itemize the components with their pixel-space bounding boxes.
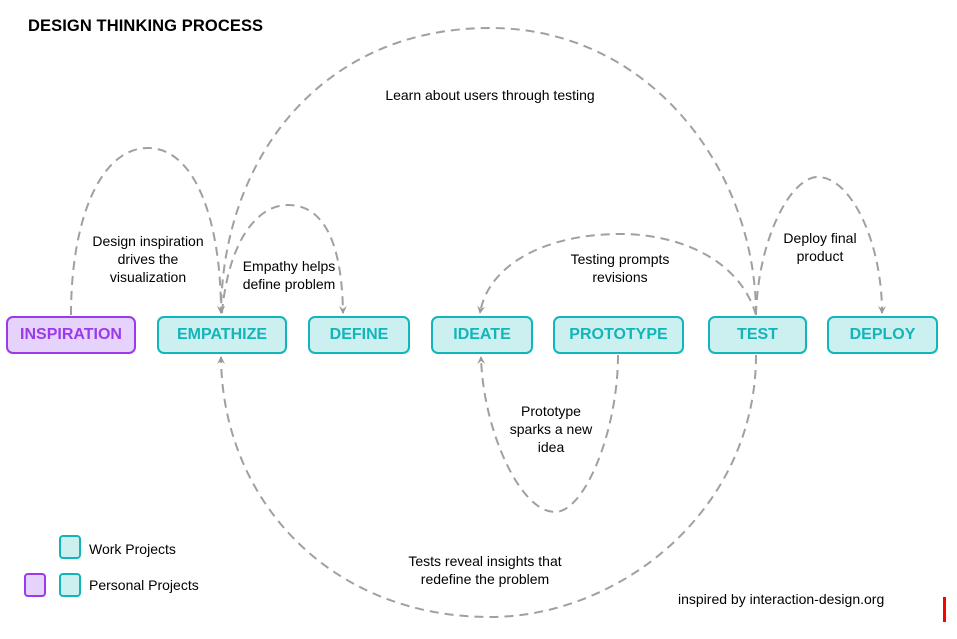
- node-label: INSPIRATION: [20, 326, 122, 343]
- edge-test-to-ideate: [477, 232, 757, 316]
- edge-empathize-to-define: [221, 203, 347, 314]
- edge-label-testing-prompts: Testing prompts revisions: [570, 251, 670, 285]
- edge-label-deploy: Deploy final product: [783, 230, 857, 264]
- edge-prototype-to-ideate: [477, 354, 619, 514]
- edge-label-tests-reveal: Tests reveal insights that redefine the …: [408, 553, 562, 587]
- legend-swatch-personal-work: [59, 573, 81, 597]
- node-prototype[interactable]: PROTOTYPE: [553, 316, 684, 354]
- edge-label-prototype-sparks: Prototype sparks a new idea: [509, 403, 593, 455]
- edge-inspiration-to-empathize: [70, 146, 225, 316]
- node-ideate[interactable]: IDEATE: [431, 316, 533, 354]
- node-label: IDEATE: [453, 326, 511, 343]
- edge-test-to-empathize-bottom: [217, 354, 757, 619]
- legend-label-personal: Personal Projects: [89, 577, 199, 593]
- legend-label-work: Work Projects: [89, 541, 176, 557]
- node-label: PROTOTYPE: [569, 326, 668, 343]
- diagram-title: DESIGN THINKING PROCESS: [28, 17, 264, 35]
- edge-label-learn-users: Learn about users through testing: [385, 87, 595, 103]
- node-label: DEFINE: [329, 326, 389, 343]
- credit-text: inspired by interaction-design.org: [678, 591, 885, 607]
- node-label: DEPLOY: [849, 326, 916, 343]
- node-empathize[interactable]: EMPATHIZE: [157, 316, 287, 354]
- node-deploy[interactable]: DEPLOY: [827, 316, 938, 354]
- edge-label-empathy: Empathy helps define problem: [242, 258, 336, 292]
- edge-test-to-empathize-top: [217, 26, 757, 316]
- node-define[interactable]: DEFINE: [308, 316, 410, 354]
- node-inspiration[interactable]: INSPIRATION: [6, 316, 136, 354]
- legend-swatch-work: [59, 535, 81, 559]
- node-label: TEST: [737, 326, 778, 343]
- node-test[interactable]: TEST: [708, 316, 807, 354]
- edge-label-inspiration: Design inspiration drives the visualizat…: [92, 233, 204, 285]
- node-label: EMPATHIZE: [176, 326, 268, 343]
- edge-test-to-deploy: [755, 175, 886, 316]
- red-marker: [943, 597, 946, 622]
- legend-swatch-personal: [24, 573, 46, 597]
